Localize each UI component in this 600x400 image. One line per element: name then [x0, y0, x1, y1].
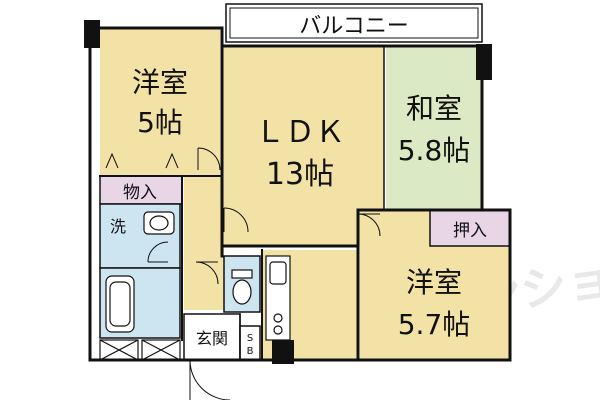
western-room-1: [100, 28, 220, 176]
pillar-bottom: [272, 340, 294, 364]
pillar-top-right: [476, 44, 492, 80]
sink-label: 洗: [110, 217, 126, 236]
ldk-name: ＬＤＫ: [255, 115, 345, 150]
balcony-area: [225, 3, 483, 43]
kitchen-counter-icon: [265, 255, 291, 341]
meter-boxes: [99, 339, 181, 361]
western-room-2-name: 洋室: [406, 266, 462, 299]
washbasin-icon: [143, 211, 175, 235]
walls: [88, 26, 512, 362]
toilet-icon: [231, 269, 253, 305]
entrance-label: 玄関: [196, 329, 228, 348]
shoe-box-label-bottom: B: [247, 346, 254, 357]
closet-1-label: 物入: [123, 183, 157, 203]
ldk-size: 13帖: [266, 157, 334, 192]
japanese-room-size: 5.8帖: [398, 134, 471, 167]
balcony-label: バルコニー: [299, 14, 409, 39]
doors: [105, 147, 381, 400]
japanese-room-name: 和室: [406, 92, 462, 125]
western-room-1-name: 洋室: [132, 66, 188, 99]
shoe-box-label-top: S: [247, 333, 253, 344]
corridor: [184, 176, 224, 310]
western-room-1-size: 5帖: [137, 106, 183, 139]
closet-2-label: 押入: [453, 221, 487, 241]
bathtub-icon: [105, 275, 135, 333]
western-room-2-size: 5.7帖: [398, 308, 471, 341]
japanese-room: [386, 46, 482, 210]
pillar-top-left: [84, 20, 100, 48]
